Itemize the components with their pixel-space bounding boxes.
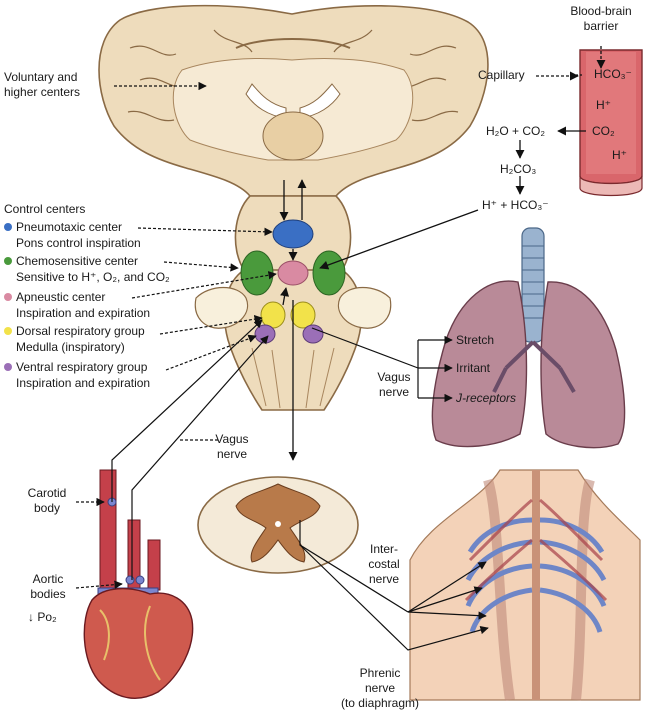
white-matter [172,57,414,161]
apneustic-center [277,260,309,286]
hydrogen-plus-bicarbonate: H⁺ + HCO₃⁻ [482,198,549,212]
intercostal-nerve-label: Inter- costal nerve [368,542,400,586]
spinal-cord-section [197,476,359,574]
thalamus [262,111,324,161]
vagus-nerve-label: Vagus nerve [215,432,249,461]
apneustic-dot-icon [4,293,12,301]
vagus-lung-label: Vagus nerve [377,370,411,399]
blood-brain-barrier-label: Blood-brain barrier [570,4,632,33]
vagus-lung-pathway [311,327,453,403]
chest-rib-cage [409,469,641,701]
afferent-heart-pathways [75,319,269,589]
cortex-folds [127,29,459,122]
brainstem-pathways [279,179,307,461]
chemosensitive-center-left [240,250,274,296]
legend-chemosensitive-desc: Sensitive to H⁺, O₂, and CO₂ [16,270,170,284]
pneumotaxic-center [272,219,314,249]
legend-ventral: Ventral respiratory group [4,360,147,375]
legend-chemosensitive: Chemosensitive center [4,254,138,269]
legend-leader-lines [114,81,277,441]
legend-ventral-desc: Inspiration and expiration [16,376,151,390]
irritant-receptor-label: Irritant [456,361,491,375]
capillary-label: Capillary [478,68,525,82]
stretch-receptor-label: Stretch [456,333,495,347]
chemosensitive-center-right [312,250,346,296]
capillary-co2: CO₂ [592,124,615,138]
j-receptor-label: J-receptors [456,391,517,405]
legend-pneumotaxic: Pneumotaxic center [4,220,122,235]
low-po2-label: ↓ Po₂ [28,610,57,624]
motor-nerve-pathways [299,520,489,651]
ventral-dot-icon [4,363,12,371]
capillary-bicarbonate: HCO₃⁻ [594,67,632,81]
heart [83,587,194,699]
legend-dorsal-desc: Medulla (inspiratory) [16,340,125,354]
legend-pneumotaxic-desc: Pons control inspiration [16,236,141,250]
capillary-vessel [579,46,643,197]
left-lung [540,281,626,449]
medulla-striations [251,347,335,409]
capillary-hydrogen-1: H⁺ [596,98,611,112]
water-plus-co2: H₂O + CO₂ [486,124,545,138]
right-lung [431,280,528,448]
capillary-hydrogen-2: H⁺ [612,148,627,162]
aortic-bodies-label: Aortic bodies [30,572,66,601]
carbonic-acid: H₂CO₃ [500,162,537,176]
chemosensitive-dot-icon [4,257,12,265]
phrenic-nerve-label: Phrenic nerve (to diaphragm) [340,666,420,710]
control-centers-heading: Control centers [4,202,86,216]
legend-apneustic: Apneustic center [4,290,105,305]
dorsal-respiratory-group-left [260,301,286,329]
pneumotaxic-dot-icon [4,223,12,231]
legend-dorsal: Dorsal respiratory group [4,324,145,339]
cerebellar-lobes [194,286,392,329]
carotid-body-label: Carotid body [27,486,67,515]
chemistry-arrows [319,71,586,270]
dorsal-dot-icon [4,327,12,335]
lungs [431,227,626,449]
dorsal-respiratory-group-right [290,301,316,329]
voluntary-label: Voluntary and higher centers [4,70,81,99]
heart-and-great-vessels [83,469,194,699]
ventral-respiratory-group-right [302,324,324,344]
legend-apneustic-desc: Inspiration and expiration [16,306,151,320]
corpus-callosum [235,38,351,49]
